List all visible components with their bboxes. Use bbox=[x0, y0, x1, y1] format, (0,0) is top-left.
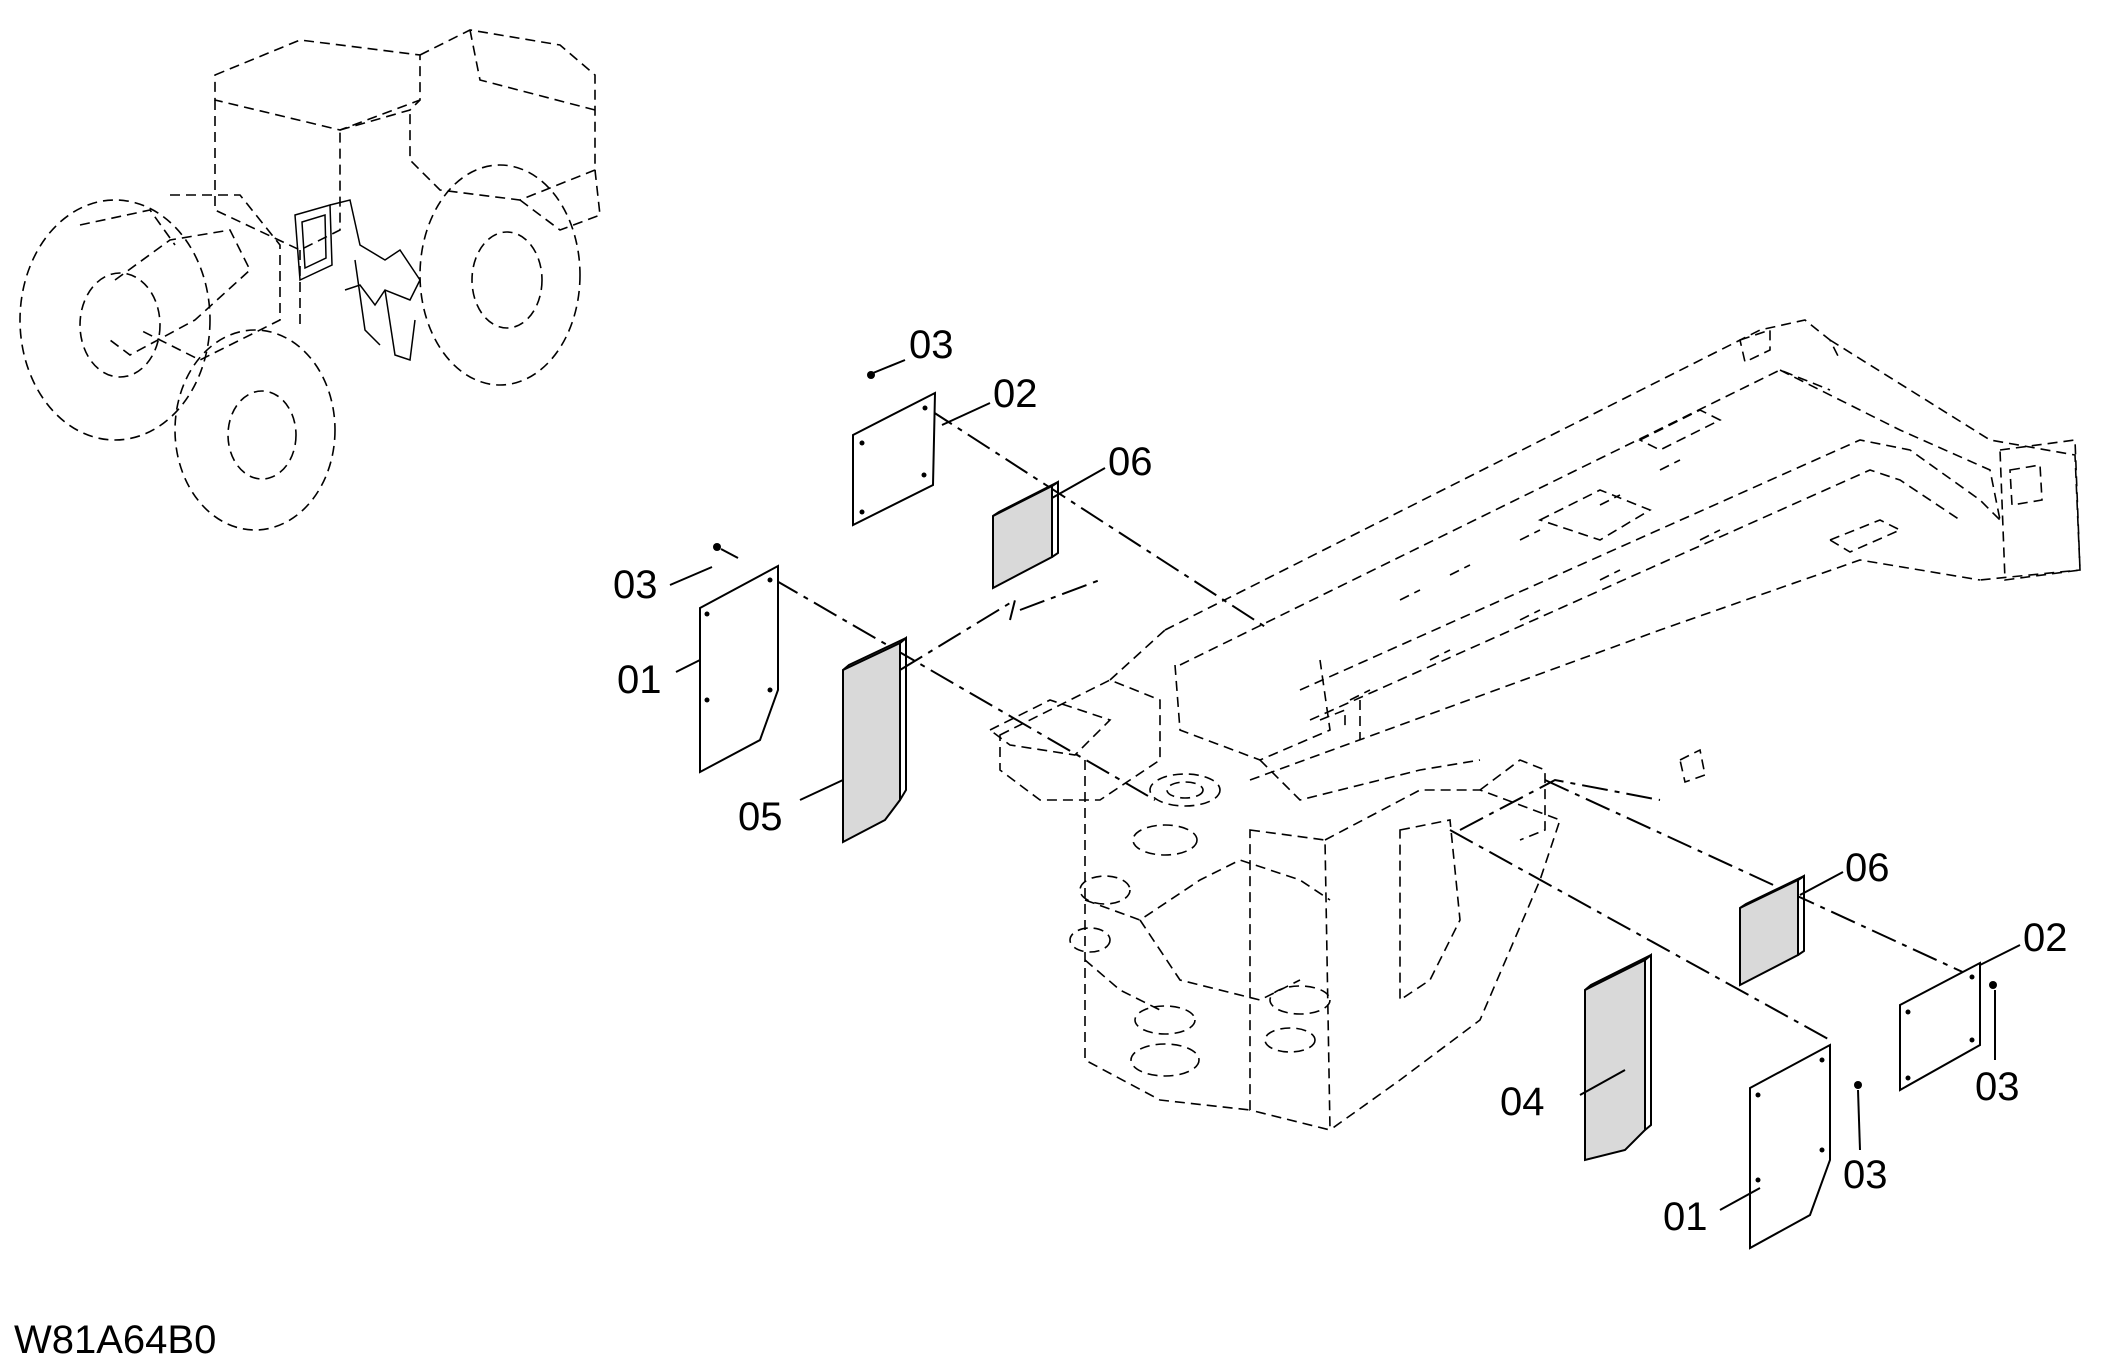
label-03-right-b: 03 bbox=[1843, 1153, 1888, 1197]
part-03-bolt-right-a[interactable] bbox=[1989, 981, 1997, 989]
assembly-leader-lines bbox=[774, 409, 1981, 1041]
machine-overview-illustration bbox=[19, 29, 601, 531]
part-03-bolt-right-b[interactable] bbox=[1854, 1081, 1862, 1089]
part-06-insulation-pad-top[interactable] bbox=[992, 480, 1059, 590]
drawing-code: W81A64B0 bbox=[14, 1318, 217, 1362]
label-04: 04 bbox=[1500, 1080, 1545, 1124]
label-05: 05 bbox=[738, 795, 783, 839]
rear-frame-illustration bbox=[988, 319, 2081, 1132]
label-03-left: 03 bbox=[613, 563, 658, 607]
part-04-insulation-pad-right[interactable] bbox=[1584, 952, 1652, 1162]
part-03-bolt-left[interactable] bbox=[713, 543, 739, 559]
part-05-insulation-pad-left[interactable] bbox=[842, 635, 907, 844]
part-01-cover-plate-right[interactable] bbox=[1749, 1043, 1831, 1250]
part-02-cover-plate-top[interactable] bbox=[852, 391, 937, 527]
label-06-right: 06 bbox=[1845, 846, 1890, 890]
label-06-top: 06 bbox=[1108, 440, 1153, 484]
label-01-right: 01 bbox=[1663, 1195, 1708, 1239]
part-number-labels: 03 02 06 03 01 05 06 02 03 04 03 01 bbox=[613, 323, 2068, 1239]
callout-leader-lines bbox=[669, 359, 2021, 1211]
part-02-cover-plate-right[interactable] bbox=[1899, 961, 1981, 1092]
label-03-right-a: 03 bbox=[1975, 1065, 2020, 1109]
part-01-cover-plate-left[interactable] bbox=[699, 564, 779, 774]
label-02-right: 02 bbox=[2023, 916, 2068, 960]
label-01-left: 01 bbox=[617, 658, 662, 702]
part-06-insulation-pad-right[interactable] bbox=[1739, 874, 1805, 987]
label-02-top: 02 bbox=[993, 372, 1038, 416]
label-03-top: 03 bbox=[909, 323, 954, 367]
